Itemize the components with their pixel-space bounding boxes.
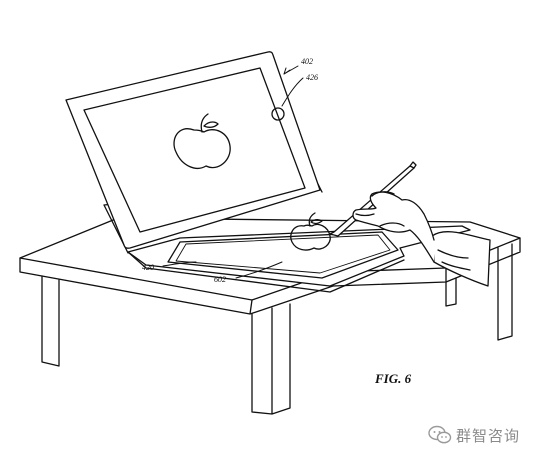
watermark: 群智咨询 bbox=[428, 424, 520, 446]
tablet-screen bbox=[83, 67, 306, 233]
leaders bbox=[162, 65, 304, 279]
apple-on-surface bbox=[290, 212, 331, 251]
cover-edge bbox=[127, 251, 405, 293]
cover-panel bbox=[127, 225, 471, 287]
label-420: 420 bbox=[142, 263, 154, 272]
tablet-body bbox=[65, 51, 321, 249]
leader-426 bbox=[281, 77, 304, 107]
table-leg-right bbox=[497, 243, 513, 341]
label-402: 402 bbox=[301, 57, 313, 66]
label-602: 602 bbox=[214, 275, 226, 284]
input-surface-602 bbox=[167, 231, 399, 279]
cover-420 bbox=[127, 225, 471, 293]
watermark-text: 群智咨询 bbox=[456, 426, 521, 445]
figure-caption: FIG. 6 bbox=[375, 371, 412, 386]
input-surface-inner bbox=[175, 234, 391, 274]
hand-outline bbox=[352, 191, 435, 263]
camera-426 bbox=[271, 107, 285, 121]
table-leg-front bbox=[251, 303, 291, 415]
label-426: 426 bbox=[306, 73, 318, 82]
table-leg-back bbox=[445, 277, 457, 307]
apple-leaf-screen bbox=[203, 121, 219, 128]
sleeve bbox=[431, 231, 491, 287]
tablet-402 bbox=[65, 51, 323, 254]
apple-on-screen bbox=[173, 128, 231, 169]
leader-420 bbox=[162, 261, 197, 267]
apple-stem-screen bbox=[200, 113, 209, 133]
leader-602 bbox=[235, 261, 283, 279]
wechat-icon bbox=[428, 425, 452, 444]
table-leg-left bbox=[41, 275, 60, 367]
table-apron bbox=[19, 237, 521, 315]
hand bbox=[352, 191, 491, 287]
